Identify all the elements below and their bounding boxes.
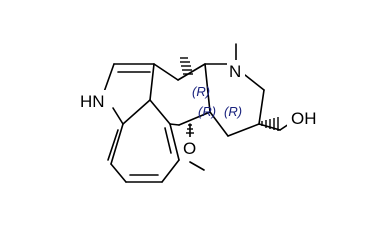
bond bbox=[204, 63, 211, 113]
bond bbox=[189, 161, 205, 171]
oh-atom-label: OH bbox=[291, 109, 317, 128]
bond bbox=[110, 123, 124, 165]
stereo-label-c5: (R) bbox=[192, 84, 210, 99]
stereo-label-c10: (R) bbox=[198, 104, 216, 119]
n-methyl-atom-label: N bbox=[229, 62, 241, 81]
bond bbox=[169, 123, 180, 126]
bond bbox=[112, 107, 124, 125]
bond bbox=[161, 159, 180, 183]
bond bbox=[153, 63, 179, 81]
bond bbox=[177, 63, 206, 81]
hash-bond-c8-ch2oh bbox=[261, 117, 279, 131]
hash-bond-c5-h bbox=[180, 57, 193, 75]
o-methoxy-atom-label: O bbox=[183, 139, 196, 158]
bond bbox=[164, 127, 172, 154]
stereo-label-c8: (R) bbox=[224, 104, 242, 119]
hash-bond-c10-ome bbox=[186, 124, 194, 134]
bond bbox=[149, 63, 155, 101]
bond bbox=[107, 129, 119, 161]
bond bbox=[103, 63, 115, 93]
bonds bbox=[103, 43, 290, 183]
bond bbox=[149, 99, 171, 125]
bond bbox=[258, 89, 265, 125]
bond bbox=[244, 74, 265, 91]
bond bbox=[227, 123, 260, 137]
bond bbox=[209, 111, 229, 137]
bond bbox=[169, 123, 180, 161]
bond bbox=[178, 111, 211, 126]
bond bbox=[122, 99, 151, 125]
bond bbox=[110, 163, 127, 183]
molecule-structure: HN N OH O (R) (R) (R) bbox=[80, 43, 317, 183]
nh-atom-label: HN bbox=[80, 92, 105, 111]
